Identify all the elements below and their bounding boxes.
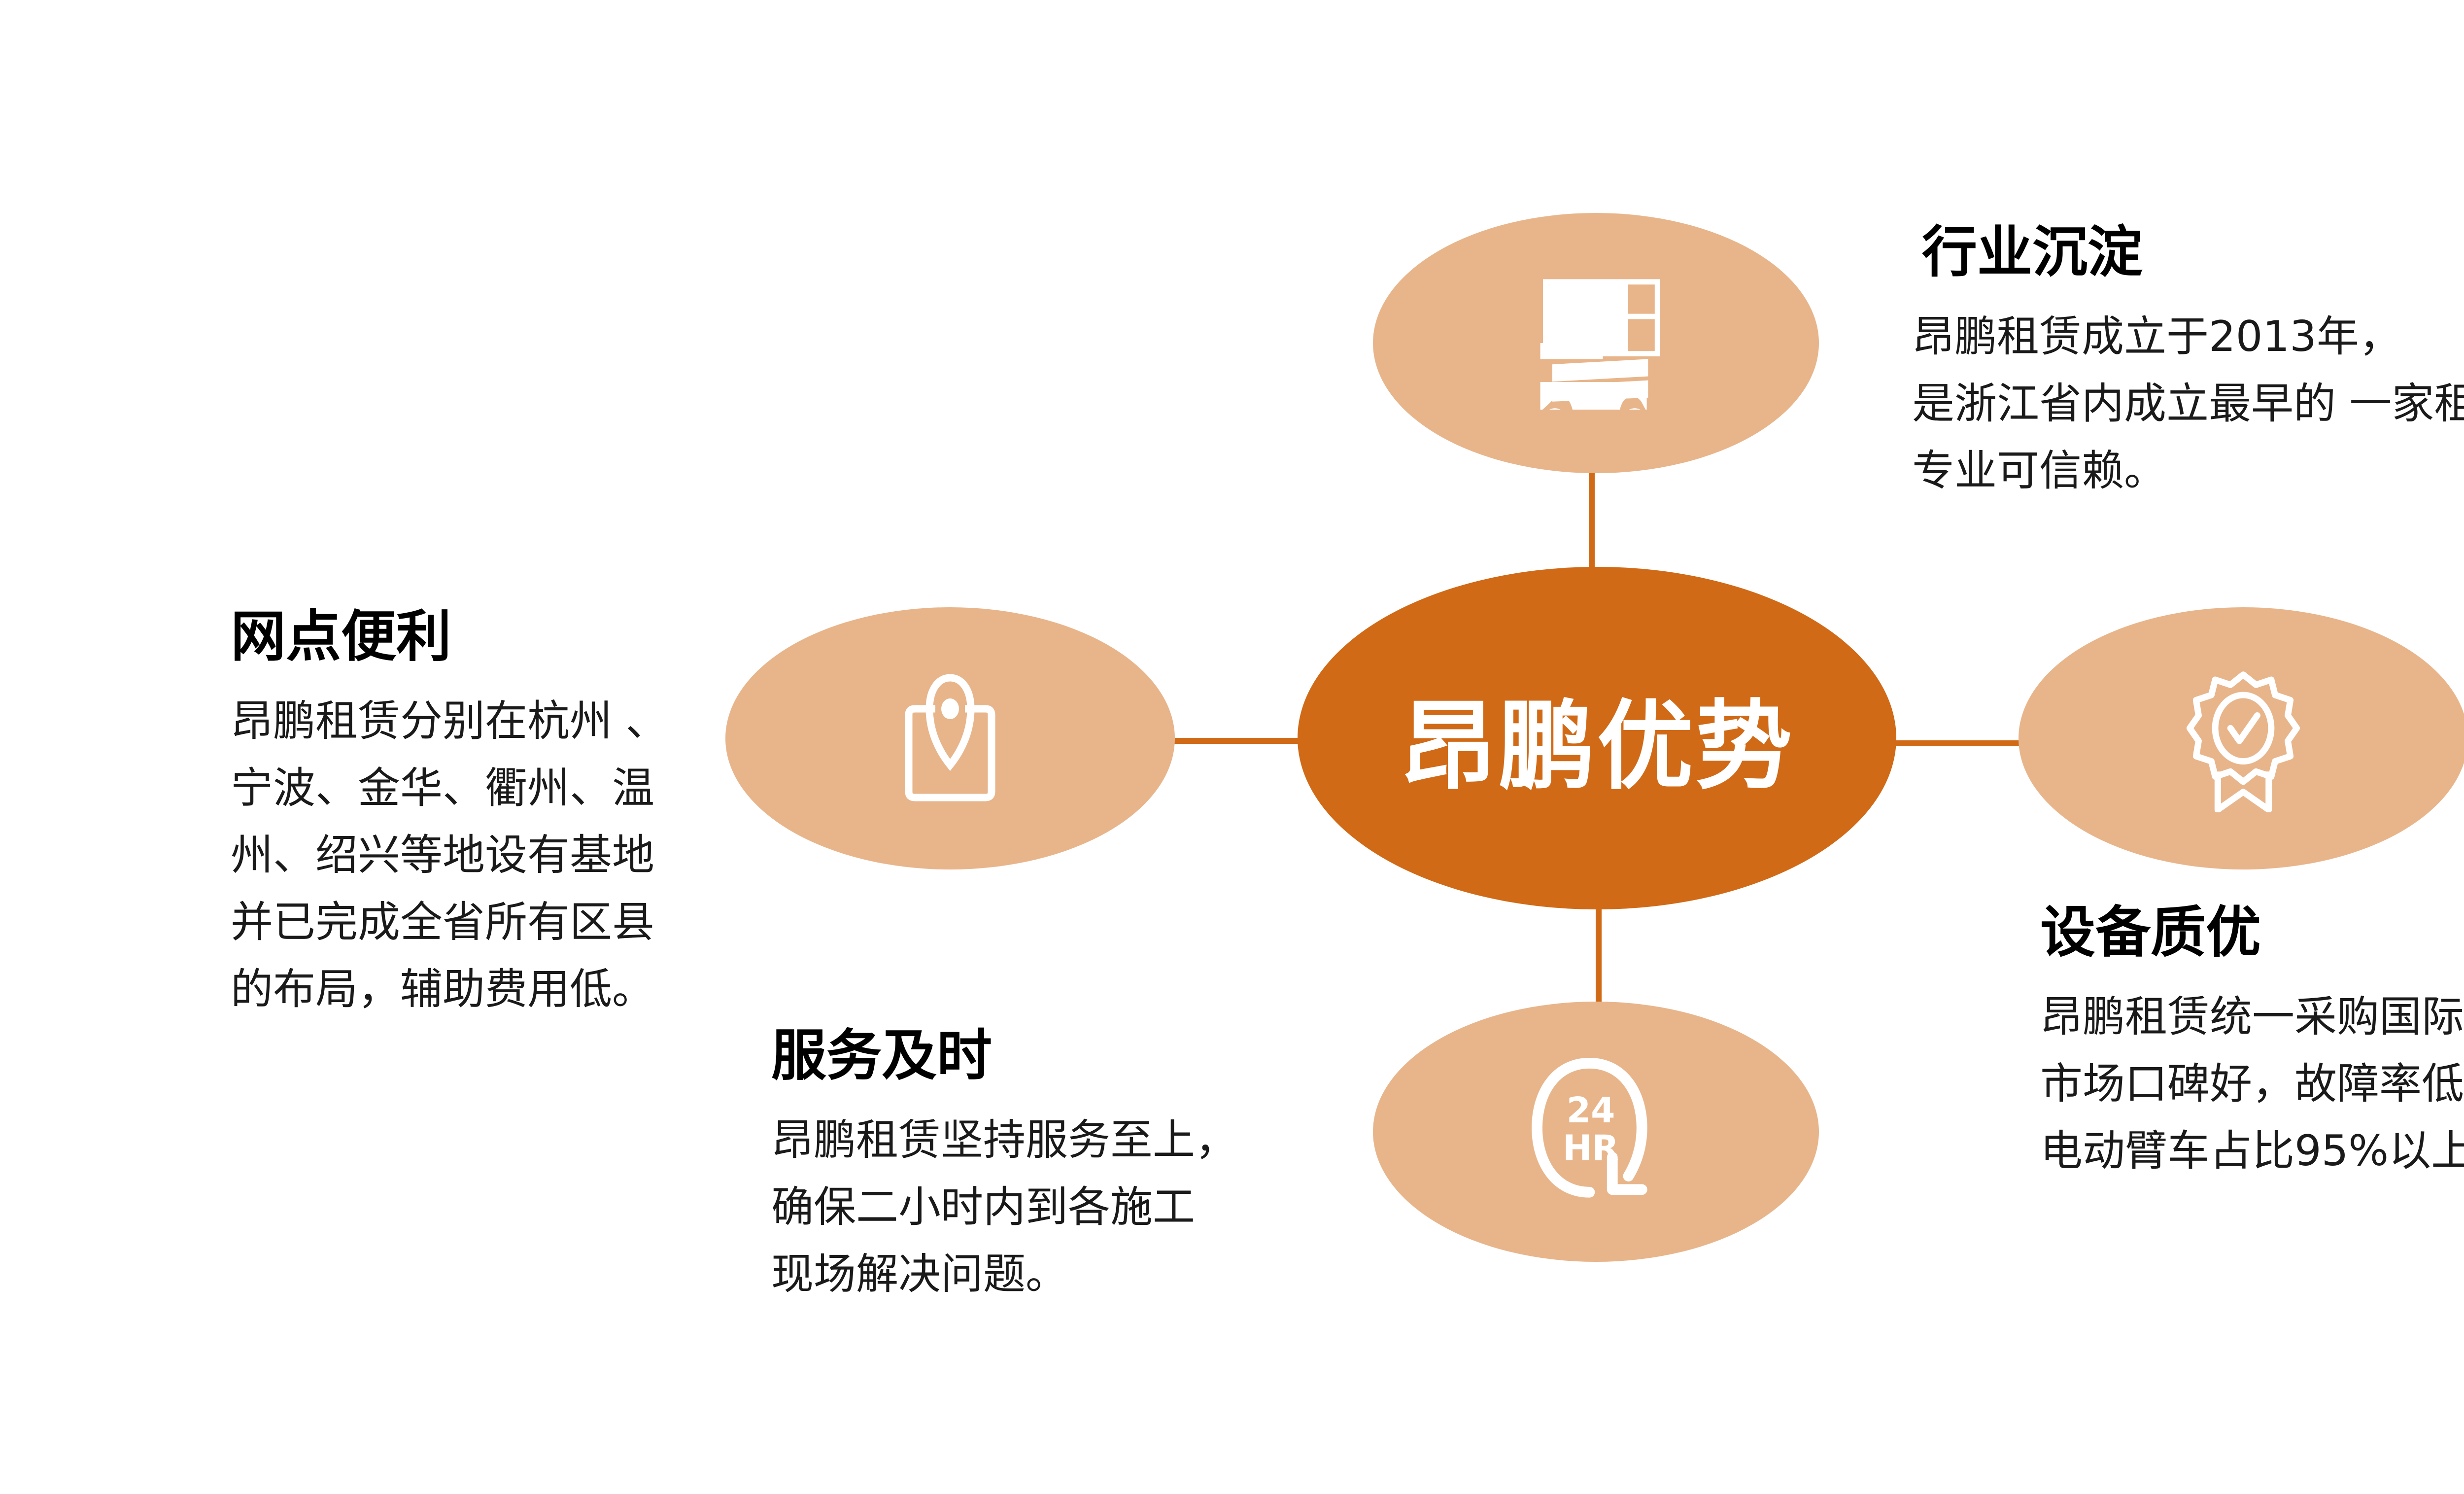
block-line: 宁波、金华、衢州、温	[231, 764, 654, 813]
connector-left	[1173, 738, 1300, 744]
text-block-timely-service: 服务及时 昂鹏租赁坚持服务至上， 确保二小时内到各施工 现场解决问题。	[771, 1023, 1237, 1308]
center-label: 昂鹏优势	[1400, 691, 1794, 803]
svg-text:HR: HR	[1563, 1127, 1619, 1168]
block-line: 的布局，辅助费用低。	[231, 965, 654, 1014]
block-line: 昂鹏租赁坚持服务至上，	[771, 1115, 1237, 1165]
node-industry-experience	[1373, 213, 1819, 473]
block-line: 市场口碑好，故障率低，安全性高。	[2040, 1059, 2464, 1109]
block-line: 确保二小时内到各施工	[771, 1182, 1195, 1232]
node-convenient-outlets	[725, 607, 1175, 869]
block-line: 昂鹏租赁成立于2013年，	[1912, 312, 2401, 362]
block-line: 电动臂车占比95%以上。	[2040, 1126, 2464, 1176]
block-title: 网点便利	[231, 605, 451, 669]
block-line: 专业可信赖。	[1912, 446, 2166, 496]
block-title: 服务及时	[771, 1024, 992, 1088]
block-line: 昂鹏租赁分别在杭州 、	[231, 696, 668, 746]
block-title: 设备质优	[2040, 901, 2261, 965]
connector-bottom	[1596, 907, 1602, 1003]
text-block-industry-experience: 行业沉淀 昂鹏租赁成立于2013年， 是浙江省内成立最早的 一家租赁公司， 专业…	[1912, 219, 2464, 504]
24hr-service-icon: 24 HR	[1527, 1058, 1665, 1206]
map-location-pin-icon	[876, 664, 1024, 812]
center-node: 昂鹏优势	[1298, 567, 1896, 909]
block-line: 州、绍兴等地设有基地	[231, 831, 654, 880]
award-badge-check-icon	[2179, 664, 2307, 812]
block-line: 现场解决问题。	[771, 1250, 1068, 1299]
text-block-convenient-outlets: 网点便利 昂鹏租赁分别在杭州 、 宁波、金华、衢州、温 州、绍兴等地设有基地 并…	[231, 604, 668, 1023]
block-title: 行业沉淀	[1922, 220, 2143, 284]
node-timely-service: 24 HR	[1373, 1002, 1819, 1262]
node-quality-equipment	[2019, 607, 2464, 869]
svg-text:24: 24	[1566, 1090, 1615, 1131]
text-block-quality-equipment: 设备质优 昂鹏租赁统一采购国际一流品牌 " 鼎力 "， 市场口碑好，故障率低，安…	[2040, 900, 2464, 1184]
block-line: 昂鹏租赁统一采购国际一流品牌 " 鼎力 "，	[2040, 992, 2464, 1042]
connector-right	[1894, 740, 2020, 746]
block-line: 并已完成全省所有区县	[231, 898, 654, 947]
block-line: 是浙江省内成立最早的 一家租赁公司，	[1912, 379, 2464, 429]
connector-top	[1589, 472, 1595, 571]
scissor-lift-icon	[1530, 277, 1663, 410]
